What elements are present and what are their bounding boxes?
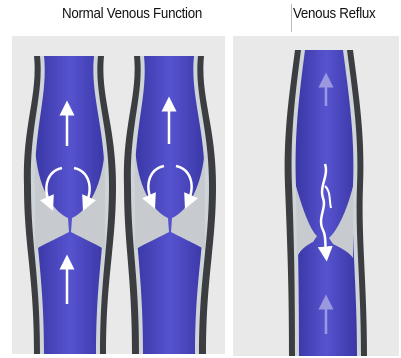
normal-venous-illustration (12, 36, 225, 354)
venous-reflux-illustration (233, 36, 399, 356)
reflux-vein (285, 50, 367, 356)
venous-reflux-panel (233, 36, 399, 356)
normal-vein-1 (24, 56, 116, 354)
title-divider (291, 4, 292, 32)
normal-vein-2 (124, 56, 216, 354)
venous-reflux-title: Venous Reflux (293, 6, 375, 22)
normal-venous-function-title: Normal Venous Function (62, 6, 202, 22)
normal-venous-panel (12, 36, 225, 354)
